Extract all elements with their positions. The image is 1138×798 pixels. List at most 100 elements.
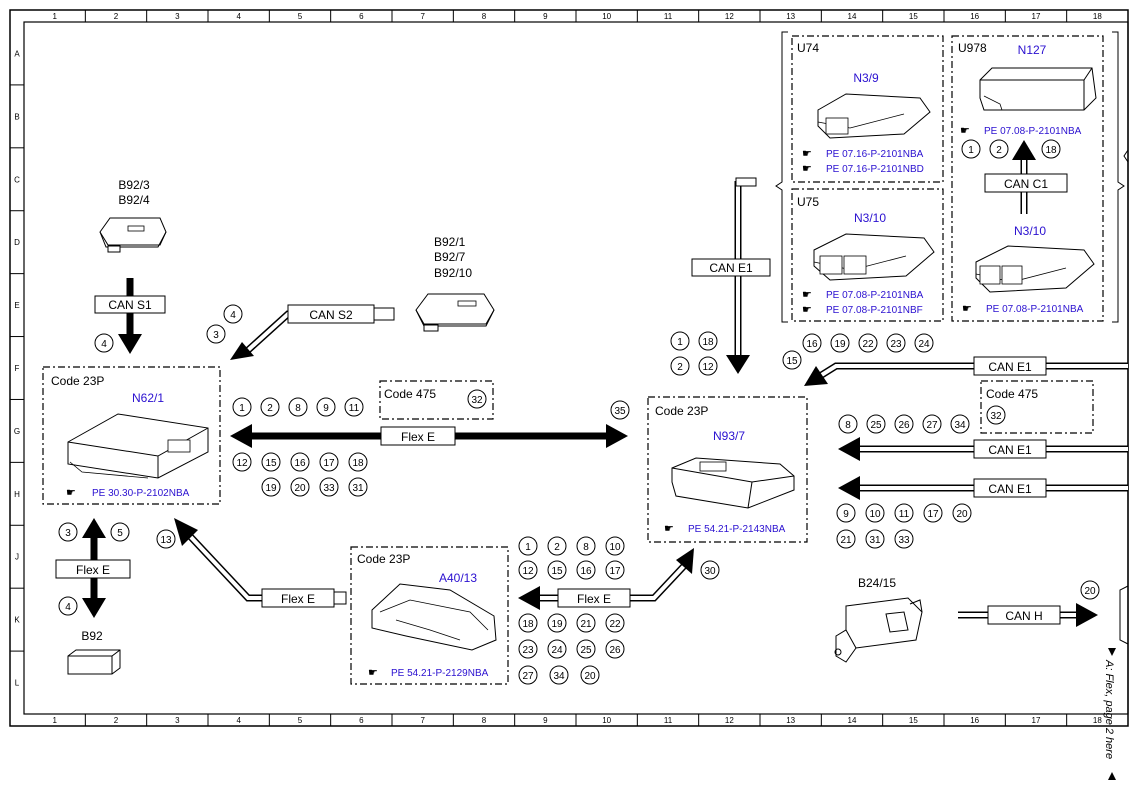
can-h-bus: CAN H 20 <box>958 580 1100 627</box>
side-note-text: A: Flex, page 2 here <box>1103 659 1115 759</box>
pin-circle <box>576 560 596 580</box>
grid-column-label: 9 <box>543 716 548 725</box>
a40-13-name: A40/13 <box>439 571 477 585</box>
pin-circle <box>580 665 600 685</box>
n93-7-name: N93/7 <box>713 429 745 443</box>
grid-column-label: 16 <box>970 12 979 21</box>
n93-7-ref: PE 54.21-P-2143NBA <box>688 524 786 535</box>
can-s1-bus: CAN S1 <box>94 278 166 354</box>
n62-1-module: Code 23P N62/1 ☛ PE 30.30-P-2102NBA <box>42 366 221 505</box>
b92-label: B92 <box>81 629 103 643</box>
pin-circle <box>886 333 906 353</box>
u978-label: U978 <box>958 41 987 55</box>
pin-number: 16 <box>806 339 818 350</box>
pin-number: 11 <box>349 403 360 414</box>
grid-row-label: D <box>14 238 20 247</box>
flex-e-left-label: Flex E <box>76 563 110 577</box>
grid-column-label: 5 <box>298 716 303 725</box>
grid-row-label: C <box>14 175 20 184</box>
grid-column-label: 4 <box>236 716 241 725</box>
u978-ref-bottom: PE 07.08-P-2101NBA <box>986 304 1084 315</box>
pin-circle <box>547 639 567 659</box>
svg-text:1: 1 <box>677 337 683 348</box>
grid-column-label: 8 <box>482 12 487 21</box>
code-475-option-b: Code 475 32 <box>980 380 1094 434</box>
u74-ref-icon-2: ☛ <box>802 163 812 175</box>
pin-number: 12 <box>522 566 534 577</box>
pin-number: 15 <box>551 566 563 577</box>
pin-circle <box>290 452 310 472</box>
pin-number: 17 <box>323 458 335 469</box>
pin-number: 15 <box>265 458 277 469</box>
pin-number: 34 <box>954 420 966 431</box>
can-s1-label: CAN S1 <box>108 298 152 312</box>
pin-circle <box>576 639 596 659</box>
u75-name: N3/10 <box>854 211 886 225</box>
n62-1-ref-icon: ☛ <box>66 487 76 499</box>
pin-circle <box>894 529 914 549</box>
b24-15-sensor: B24/15 <box>834 576 923 663</box>
side-note: A: Flex, page 2 here <box>1103 648 1116 780</box>
u978-ref-top-icon: ☛ <box>960 125 970 137</box>
grid-column-label: 15 <box>909 716 918 725</box>
can-s2-pins: 4 3 <box>206 304 243 344</box>
pin-number: 8 <box>295 403 301 414</box>
grid-column-label: 6 <box>359 716 364 725</box>
pin-number: 33 <box>898 535 910 546</box>
pin-number: 19 <box>265 483 277 494</box>
pin-circle <box>605 639 625 659</box>
a40-13-code: Code 23P <box>357 552 410 566</box>
pin-number: 10 <box>609 542 621 553</box>
grid-column-label: 11 <box>664 716 673 725</box>
u978-variant: U978 N127 ☛ PE 07.08-P-2101NBA CAN C1 N3… <box>951 35 1104 322</box>
b92-3-label: B92/3 <box>118 178 150 192</box>
pin-number: 23 <box>522 645 534 656</box>
u75-variant: U75 N3/10 ☛ PE 07.08-P-2101NBA ☛ PE 07.0… <box>791 188 944 322</box>
b24-15-label: B24/15 <box>858 576 896 590</box>
svg-text:32: 32 <box>990 411 1002 422</box>
pin-circle <box>802 333 822 353</box>
pin-number: 9 <box>843 509 849 520</box>
pin-number: 17 <box>609 566 621 577</box>
svg-text:32: 32 <box>471 395 483 406</box>
pin-circle <box>547 536 567 556</box>
pin-number: 2 <box>267 403 273 414</box>
pin-number: 31 <box>352 483 364 494</box>
grid-column-label: 17 <box>1032 12 1041 21</box>
pin-circle <box>547 613 567 633</box>
pin-circle <box>836 503 856 523</box>
pin-number: 24 <box>551 645 563 656</box>
code-475-option-a: Code 475 32 <box>379 380 494 420</box>
can-e1-vertical-pins: 1 18 2 12 <box>670 331 718 376</box>
grid-column-label: 3 <box>175 716 180 725</box>
grid-column-label: 14 <box>848 716 857 725</box>
svg-text:30: 30 <box>704 566 716 577</box>
grid-column-label: 13 <box>786 716 795 725</box>
pin-circle <box>290 477 310 497</box>
pin-circle <box>518 665 538 685</box>
flex-e-n62-diagonal-bus: Flex E 13 <box>156 518 347 608</box>
svg-text:13: 13 <box>160 535 172 546</box>
grid-column-label: 14 <box>848 12 857 21</box>
pin-number: 26 <box>898 420 910 431</box>
flex-e-a40-out-label: Flex E <box>577 592 611 606</box>
grid-column-label: 3 <box>175 12 180 21</box>
grid-column-label: 5 <box>298 12 303 21</box>
b92-1-label: B92/1 <box>434 235 466 249</box>
can-e1-right-bus-3: CAN E1 <box>838 476 1128 500</box>
grid-column-label: 2 <box>114 12 119 21</box>
pin-number: 17 <box>927 509 939 520</box>
u75-ref-2: PE 07.08-P-2101NBF <box>826 305 923 316</box>
pin-number: 21 <box>840 535 852 546</box>
grid-row-label: L <box>15 679 20 688</box>
pin-number: 8 <box>583 542 589 553</box>
pin-circle <box>232 397 252 417</box>
grid-column-label: 1 <box>52 12 57 21</box>
grid-column-label: 15 <box>909 12 918 21</box>
